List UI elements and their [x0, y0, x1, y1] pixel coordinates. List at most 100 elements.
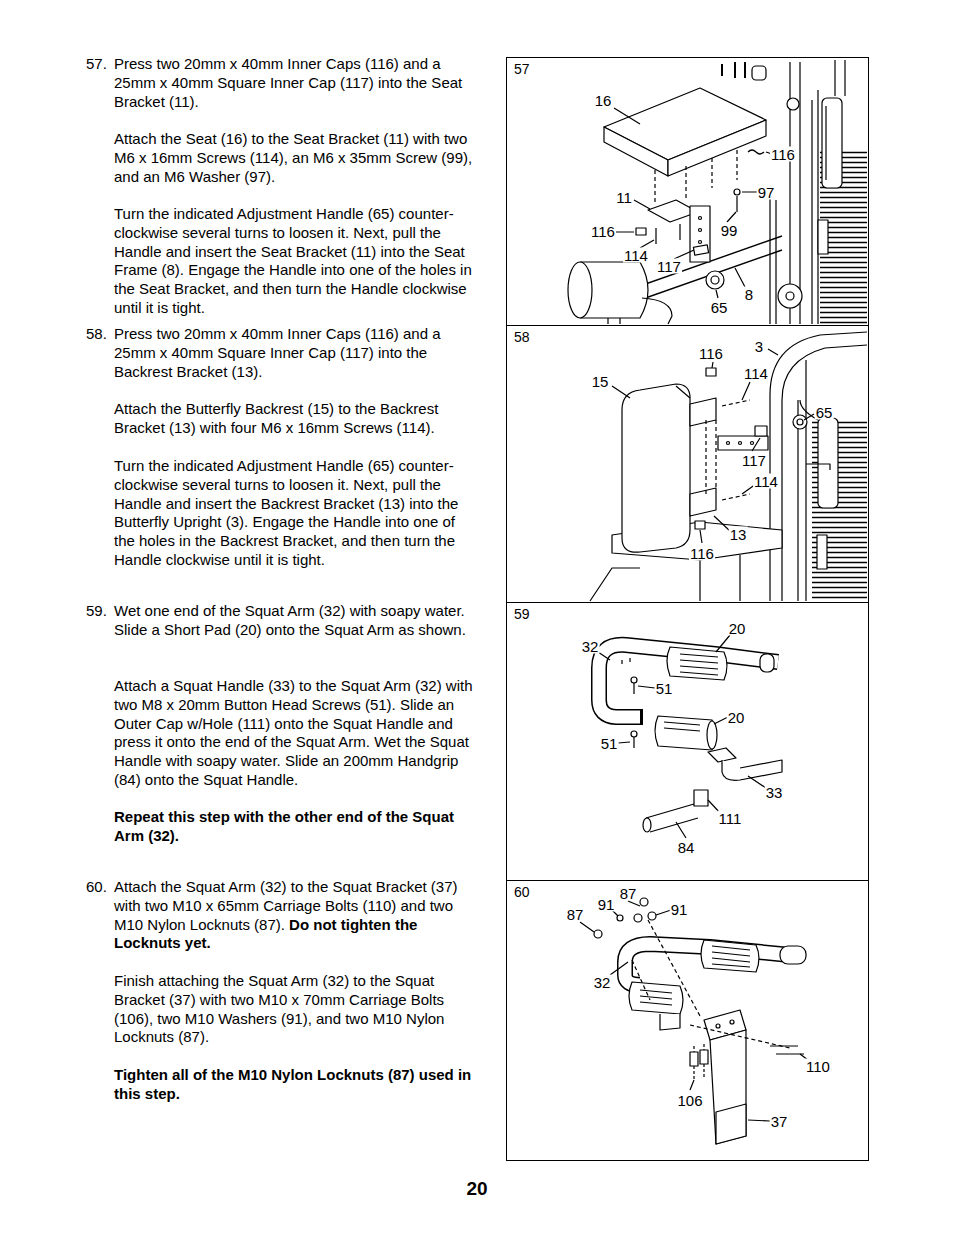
callout-number: 8 [745, 286, 753, 303]
step-number: 60. [86, 878, 107, 895]
instruction-text: Turn the indicated Adjustment Handle (65… [114, 205, 472, 316]
callout-number-block: 97 [757, 185, 776, 200]
instruction-text-block: Finish attaching the Squat Arm (32) to t… [114, 972, 479, 1047]
callout-number: 84 [678, 839, 695, 856]
step-number-block: 60. [86, 878, 107, 897]
callout-number-block: 84 [677, 840, 696, 855]
instruction-text-block: Attach the Butterfly Backrest (15) to th… [114, 400, 479, 438]
callout-number: 3 [755, 338, 763, 355]
step-number: 57. [86, 55, 107, 72]
instruction-text-block: Turn the indicated Adjustment Handle (65… [114, 457, 479, 570]
callout-number: 11 [616, 189, 632, 206]
callout-number-block: 3 [754, 339, 764, 354]
callout-number: 65 [816, 404, 833, 421]
callout-number-block: 16 [594, 93, 613, 108]
callout-number: 20 [729, 620, 746, 637]
callout-number-block: 91 [597, 897, 616, 912]
callout-number-block: 65 [815, 405, 834, 420]
instruction-text-block: Turn the indicated Adjustment Handle (65… [114, 205, 479, 318]
callout-number: 99 [721, 222, 738, 239]
callout-number-block: 91 [670, 902, 689, 917]
instruction-text: Turn the indicated Adjustment Handle (65… [114, 457, 458, 568]
instruction-text-block: Wet one end of the Squat Arm (32) with s… [114, 602, 479, 640]
step-number: 59. [86, 602, 107, 619]
callout-number: 116 [591, 223, 615, 240]
callout-number: 51 [601, 735, 618, 752]
instruction-text-block: Attach the Seat (16) to the Seat Bracket… [114, 130, 479, 186]
callout-number-block: 116 [698, 346, 724, 361]
callout-number: 33 [766, 784, 783, 801]
callout-number: 87 [567, 906, 584, 923]
callout-number-block: 114 [623, 248, 649, 263]
callout-number-block: 15 [591, 374, 610, 389]
instruction-text-block: Attach a Squat Handle (33) to the Squat … [114, 677, 479, 790]
step-number-block: 59. [86, 602, 107, 621]
instruction-text: Attach a Squat Handle (33) to the Squat … [114, 677, 473, 788]
page-number: 20 [466, 1178, 487, 1199]
instruction-text: Press two 20mm x 40mm Inner Caps (116) a… [114, 55, 462, 110]
callout-number-block: 51 [655, 681, 674, 696]
callout-number-block: 117 [656, 259, 682, 274]
callout-number: 91 [671, 901, 688, 918]
figure-number: 59 [514, 607, 530, 622]
callout-number-block: 106 [676, 1093, 703, 1108]
callout-number-block: 114 [743, 366, 769, 381]
callout-number: 13 [730, 526, 747, 543]
instruction-text-block: Attach the Squat Arm (32) to the Squat B… [114, 878, 479, 953]
callout-number: 65 [711, 299, 728, 316]
callout-number-block: 117 [741, 453, 767, 468]
callout-number: 87 [620, 885, 637, 902]
instruction-text-block: Press two 20mm x 40mm Inner Caps (116) a… [114, 325, 479, 381]
callout-number: 114 [744, 365, 768, 382]
callout-number: 110 [806, 1058, 830, 1075]
callout-number-block: 32 [581, 639, 600, 654]
instruction-text: Repeat this step with the other end of t… [114, 808, 454, 844]
instruction-text: Attach the Butterfly Backrest (15) to th… [114, 400, 438, 436]
callout-number: 114 [754, 473, 778, 490]
instruction-text-block: Press two 20mm x 40mm Inner Caps (116) a… [114, 55, 479, 111]
callout-number: 32 [582, 638, 599, 655]
callout-number-block: 116 [689, 546, 715, 561]
step-number-block: 57. [86, 55, 107, 74]
callout-number-block: 51 [600, 736, 619, 751]
callout-number-block: 13 [729, 527, 748, 542]
figure-panel: 59 [506, 602, 869, 880]
callout-number: 16 [595, 92, 612, 109]
callout-number: 111 [719, 810, 742, 827]
step-number-block: 58. [86, 325, 107, 344]
callout-number-block: 33 [765, 785, 784, 800]
callout-number: 91 [598, 896, 615, 913]
step-number: 58. [86, 325, 107, 342]
callout-number: 114 [624, 247, 648, 264]
callout-number-block: 32 [593, 975, 612, 990]
callout-number: 106 [677, 1092, 702, 1109]
callout-number: 116 [690, 545, 714, 562]
callout-number-block: 8 [744, 287, 754, 302]
callout-number: 20 [728, 709, 745, 726]
callout-number: 117 [657, 258, 681, 275]
callout-number-block: 20 [727, 710, 746, 725]
figure-number: 60 [514, 885, 530, 900]
page-number-block: 20 [465, 1179, 488, 1198]
callout-number-block: 110 [805, 1059, 831, 1074]
instruction-text: Finish attaching the Squat Arm (32) to t… [114, 972, 444, 1045]
instruction-text-block: Tighten all of the M10 Nylon Locknuts (8… [114, 1066, 479, 1104]
callout-number-block: 116 [770, 147, 796, 162]
instruction-text-block: Repeat this step with the other end of t… [114, 808, 479, 846]
callout-number-block: 114 [753, 474, 779, 489]
instruction-text: Wet one end of the Squat Arm (32) with s… [114, 602, 466, 638]
callout-number-block: 37 [770, 1114, 789, 1129]
figure-panel: 60 [506, 880, 869, 1161]
callout-number: 116 [699, 345, 723, 362]
callout-number-block: 111 [718, 811, 743, 826]
callout-number: 37 [771, 1113, 788, 1130]
callout-number-block: 20 [728, 621, 747, 636]
callout-number: 116 [771, 146, 795, 163]
callout-number-block: 87 [566, 907, 585, 922]
callout-number: 51 [656, 680, 673, 697]
callout-number: 97 [758, 184, 775, 201]
instruction-text: Tighten all of the M10 Nylon Locknuts (8… [114, 1066, 471, 1102]
callout-number-block: 11 [615, 190, 633, 205]
instruction-text: Press two 20mm x 40mm Inner Caps (116) a… [114, 325, 441, 380]
figure-number: 58 [514, 330, 530, 345]
